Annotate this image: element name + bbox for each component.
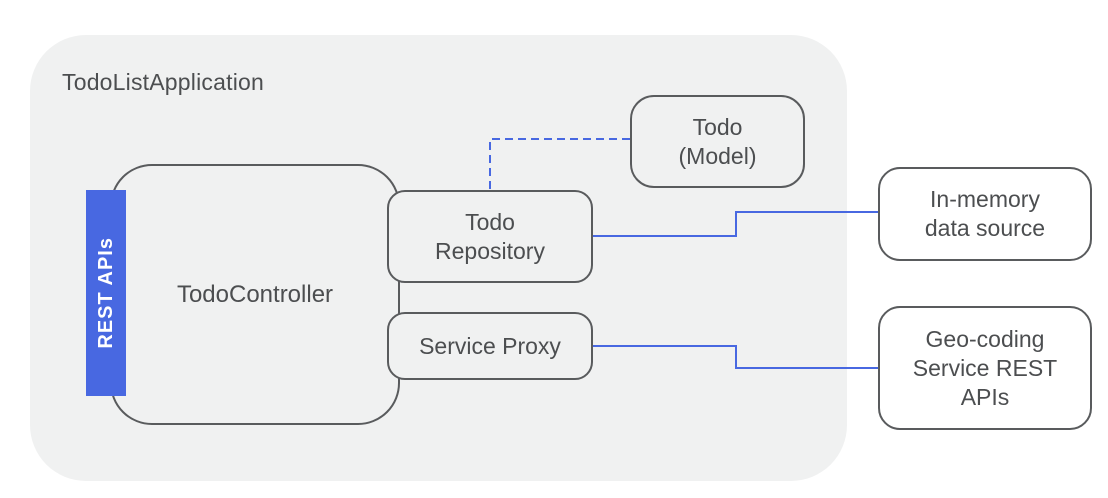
connector-repository-to-inmemory bbox=[593, 211, 878, 237]
rest-apis-tag[interactable]: REST APIs bbox=[86, 190, 126, 396]
node-geocoding-service[interactable]: Geo-coding Service REST APIs bbox=[878, 306, 1092, 430]
node-in-memory-data-source[interactable]: In-memory data source bbox=[878, 167, 1092, 261]
in-memory-label-line2: data source bbox=[924, 215, 1046, 241]
connector-serviceproxy-to-geocoding bbox=[593, 345, 878, 369]
geocoding-label-line2: Service REST bbox=[912, 354, 1058, 381]
node-service-proxy[interactable]: Service Proxy bbox=[387, 312, 593, 380]
geocoding-label-line1: Geo-coding bbox=[925, 325, 1045, 352]
container-title: TodoListApplication bbox=[62, 69, 264, 95]
geocoding-label-line3: APIs bbox=[960, 383, 1010, 410]
todo-repository-label-line2: Repository bbox=[435, 237, 545, 264]
todo-model-label-line1: Todo bbox=[692, 113, 743, 140]
connector-repository-to-model-dashed bbox=[489, 138, 630, 189]
rest-apis-label: REST APIs bbox=[94, 237, 117, 349]
todo-model-label-line2: (Model) bbox=[678, 142, 757, 169]
in-memory-label-line1: In-memory bbox=[930, 186, 1040, 212]
node-todo-model[interactable]: Todo (Model) bbox=[630, 95, 805, 188]
service-proxy-label: Service Proxy bbox=[419, 332, 561, 359]
node-todo-controller[interactable]: TodoController bbox=[110, 164, 400, 425]
node-todo-repository[interactable]: Todo Repository bbox=[387, 190, 593, 283]
todo-repository-label-line1: Todo bbox=[465, 208, 515, 235]
todo-controller-label: TodoController bbox=[176, 281, 334, 308]
